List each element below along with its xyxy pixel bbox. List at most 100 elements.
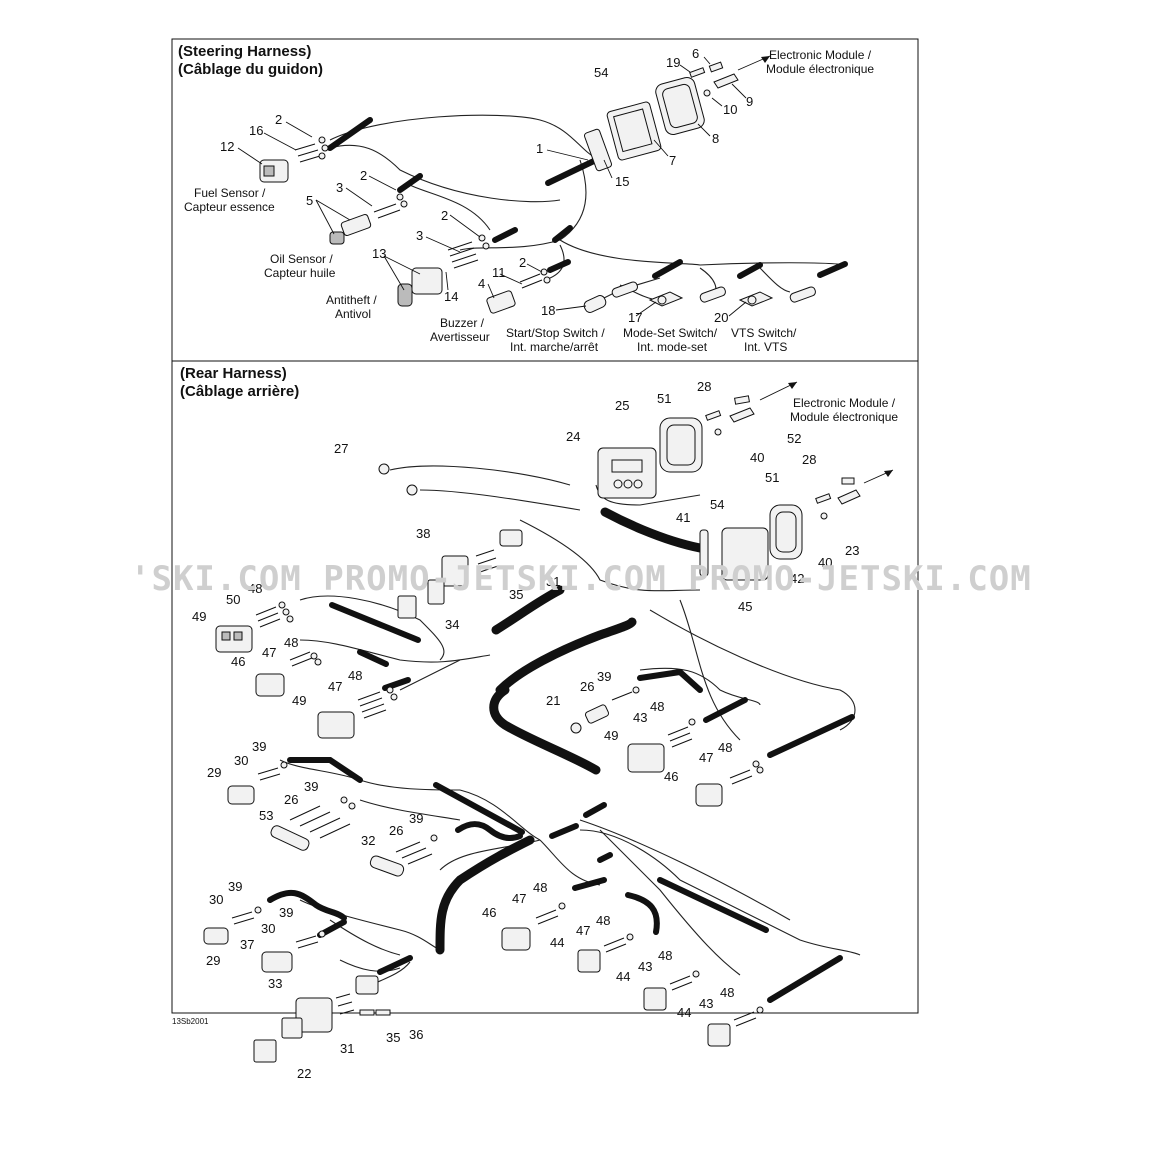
callout: 48: [658, 948, 672, 963]
callout: 44: [677, 1005, 691, 1020]
steering-harness-wiring: [327, 114, 848, 303]
callout: 45: [738, 599, 752, 614]
callout: 12: [220, 139, 234, 154]
callout: 48: [533, 880, 547, 895]
callout: 48: [718, 740, 732, 755]
callout: 6: [692, 46, 699, 61]
callout: 43: [633, 710, 647, 725]
connector-46-left: [255, 651, 322, 697]
callout: 11: [492, 265, 506, 280]
steering-title-fr: (Câblage du guidon): [178, 61, 323, 78]
connector-29-top: [227, 761, 288, 805]
callout: 40: [750, 450, 764, 465]
connector-49-mid: [317, 686, 398, 739]
callout: 30: [234, 753, 248, 768]
label-anti-1: Antitheft /: [326, 293, 377, 307]
label-fuel-1: Fuel Sensor /: [194, 186, 266, 200]
callout: 53: [259, 808, 273, 823]
label-anti-2: Antivol: [335, 307, 371, 321]
callout: 48: [650, 699, 664, 714]
ground-ring-terminals: [378, 463, 418, 496]
label-fuel-2: Capteur essence: [184, 200, 275, 214]
callout: 8: [712, 131, 719, 146]
callout: 27: [334, 441, 348, 456]
connector-44-c: [707, 1006, 764, 1047]
callout: 22: [297, 1066, 311, 1081]
watermark: 'SKI.COM PROMO-JETSKI.COM PROMO-JETSKI.C…: [130, 559, 1032, 599]
callout: 31: [340, 1041, 354, 1056]
callout: 23: [845, 543, 859, 558]
callout-numbers: 2 16 12 1 15 54 19 6 10 9 8 7 2 3 5 2 3 …: [192, 46, 859, 1081]
steering-title-en: (Steering Harness): [178, 43, 311, 60]
callout: 42: [790, 571, 804, 586]
callout: 32: [361, 833, 375, 848]
label-vts-1: VTS Switch/: [731, 326, 797, 340]
callout: 46: [482, 905, 496, 920]
callout: 40: [818, 555, 832, 570]
label-ms-1: Mode-Set Switch/: [623, 326, 718, 340]
callout: 48: [596, 913, 610, 928]
callout: 35: [509, 587, 523, 602]
callout: 25: [615, 398, 629, 413]
callout: 47: [576, 923, 590, 938]
connector-44-a: [577, 933, 634, 973]
callout: 51: [657, 391, 671, 406]
callout: 51: [765, 470, 779, 485]
callout: 48: [348, 668, 362, 683]
connector-29-bottom: [203, 906, 262, 945]
callout: 48: [248, 581, 262, 596]
callout: 26: [284, 792, 298, 807]
callout: 30: [209, 892, 223, 907]
connector-33-group: [253, 975, 391, 1063]
callout: 35: [386, 1030, 400, 1045]
callout: 29: [206, 953, 220, 968]
label-buzz-1: Buzzer /: [440, 316, 485, 330]
callout: 39: [597, 669, 611, 684]
vts-switch: [738, 291, 774, 307]
rear-title-fr: (Câblage arrière): [180, 383, 299, 400]
callout: 20: [714, 310, 728, 325]
connector-38-group: [397, 529, 523, 619]
callout: 49: [604, 728, 618, 743]
electronic-module-connector-top: [583, 77, 705, 172]
rear-harness-wiring: [267, 465, 861, 1003]
connector-49-right: [627, 718, 696, 773]
callout: 48: [284, 635, 298, 650]
callout: 34: [445, 617, 459, 632]
callout: 4: [478, 276, 485, 291]
steering-labels: Electronic Module / Module électronique …: [184, 48, 874, 354]
callout: 46: [664, 769, 678, 784]
callout: 30: [261, 921, 275, 936]
antitheft-connector: [397, 234, 490, 307]
label-ms-2: Int. mode-set: [637, 340, 708, 354]
callout: 10: [723, 102, 737, 117]
callout: 2: [441, 208, 448, 223]
start-stop-switch: [583, 295, 607, 313]
callout: 7: [669, 153, 676, 168]
callout: 3: [336, 180, 343, 195]
fuel-sensor-connector: [259, 136, 329, 183]
callout: 41: [676, 510, 690, 525]
callout: 2: [519, 255, 526, 270]
rear-labels: Electronic Module / Module électronique: [790, 396, 898, 424]
connector-49-top: [215, 601, 294, 653]
callout: 39: [304, 779, 318, 794]
callout: 44: [550, 935, 564, 950]
callout: 19: [666, 55, 680, 70]
callout: 1: [536, 141, 543, 156]
mode-set-switch: [648, 291, 684, 307]
callout: 48: [720, 985, 734, 1000]
connector-44-b: [643, 970, 700, 1011]
callout: 2: [275, 112, 282, 127]
label-vts-2: Int. VTS: [744, 340, 787, 354]
callout: 26: [580, 679, 594, 694]
callout: 46: [231, 654, 245, 669]
connector-46-right: [695, 760, 764, 807]
electronic-module-connector-rear-1: [597, 381, 798, 499]
connector-21-group: [570, 686, 640, 734]
callout: 14: [444, 289, 458, 304]
label-em-top-1: Electronic Module /: [769, 48, 872, 62]
callout: 50: [226, 592, 240, 607]
callout: 15: [615, 174, 629, 189]
